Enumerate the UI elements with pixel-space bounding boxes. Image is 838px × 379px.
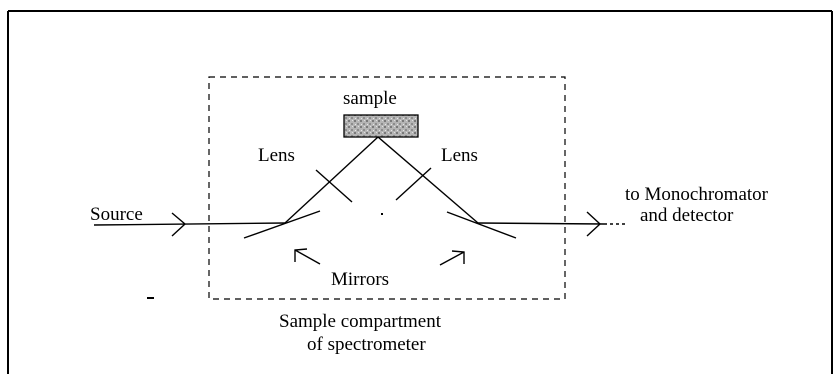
compartment-label-line1: Sample compartment — [279, 311, 442, 332]
compartment-label-line2: of spectrometer — [307, 334, 426, 355]
outer-frame — [7, 10, 833, 374]
mirror-pointer-right — [439, 250, 465, 266]
output-arrowhead — [586, 211, 602, 237]
mirrors-label: Mirrors — [331, 269, 389, 290]
mirror-pointer-left — [294, 248, 321, 265]
sample-compartment-box — [208, 76, 566, 300]
lens-right-label: Lens — [441, 145, 478, 166]
lens-right — [395, 167, 432, 201]
source-arrowhead — [171, 212, 187, 237]
source-label: Source — [90, 204, 143, 225]
output-label-line2: and detector — [640, 205, 734, 226]
mirror-left — [243, 210, 321, 239]
mirror-right — [446, 211, 517, 239]
lens-left-label: Lens — [258, 145, 295, 166]
stray-dot — [381, 213, 383, 215]
stray-dash — [147, 297, 154, 299]
output-label-line1: to Monochromator — [625, 184, 769, 205]
sample-label: sample — [343, 88, 397, 109]
light-path — [93, 136, 625, 226]
sample-block — [343, 114, 419, 138]
lens-left — [315, 169, 353, 203]
